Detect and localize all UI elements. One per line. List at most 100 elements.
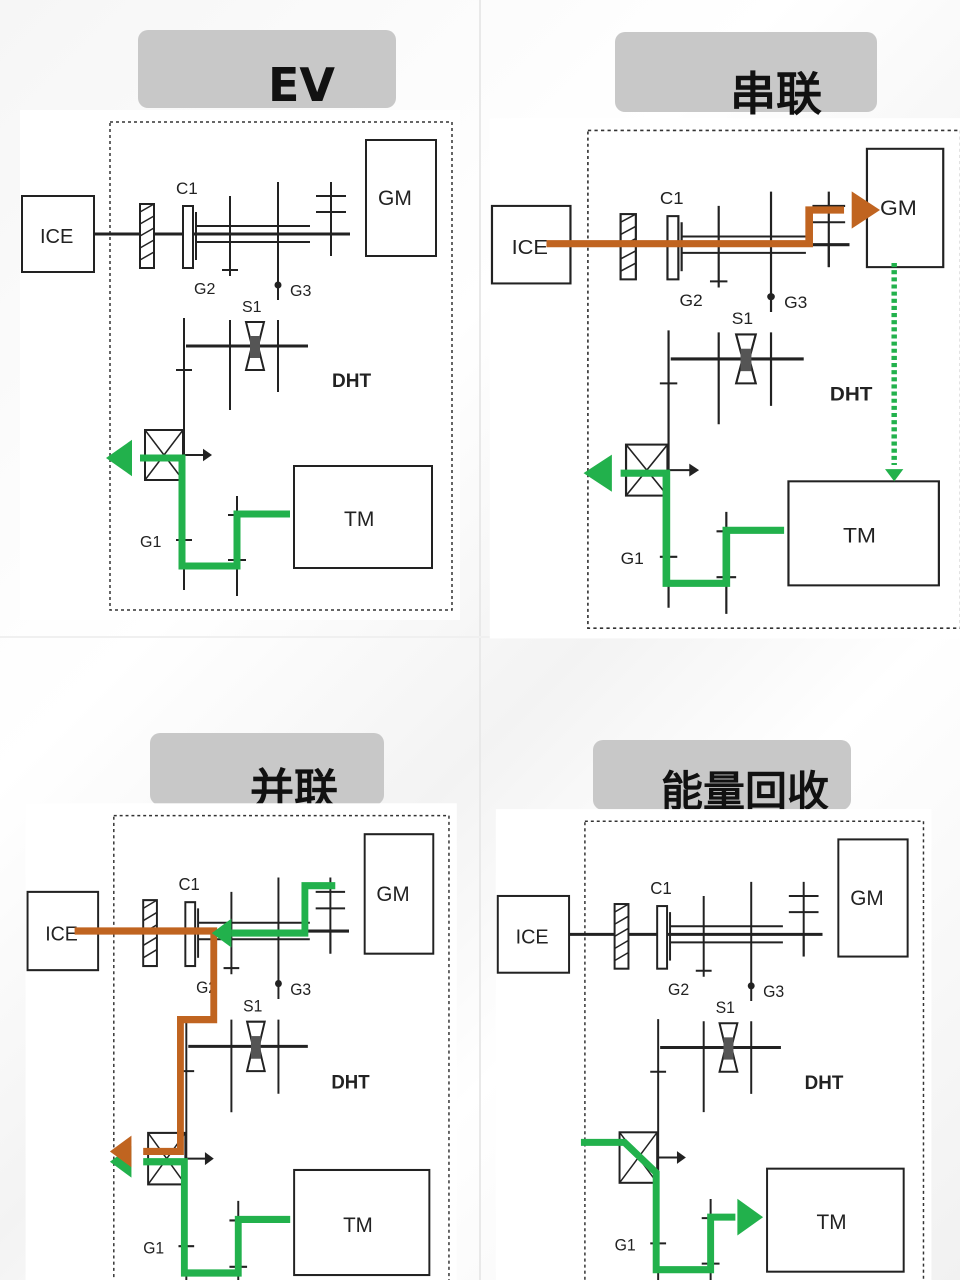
ev-s1-label: S1 bbox=[242, 299, 262, 316]
parallel-dht-boundary bbox=[113, 814, 450, 1280]
regen-ice-label: ICE bbox=[516, 926, 549, 948]
ev-g3-label: G3 bbox=[290, 283, 311, 300]
series-s1-hub bbox=[740, 348, 752, 372]
series-power-flow-0 bbox=[620, 469, 785, 587]
regen-s1-hub bbox=[723, 1037, 734, 1060]
regen-c1-label: C1 bbox=[650, 879, 672, 898]
series-tm-box bbox=[787, 480, 940, 587]
panel-ev-title: EV bbox=[268, 58, 336, 112]
series-ice-label: ICE bbox=[512, 236, 548, 258]
series-damper-hatch bbox=[620, 213, 637, 223]
ev-g1-label: G1 bbox=[140, 534, 161, 551]
series-g3-dot bbox=[767, 293, 775, 301]
series-damper-hatch bbox=[620, 225, 637, 236]
parallel-s1-label: S1 bbox=[243, 997, 262, 1015]
ev-c1-label: C1 bbox=[176, 179, 198, 198]
parallel-s1-hub bbox=[251, 1036, 261, 1059]
regen-dht-label: DHT bbox=[805, 1073, 844, 1094]
ev-damper-hatch bbox=[139, 215, 155, 225]
regen-tm-box bbox=[766, 1167, 905, 1273]
series-damper-hatch bbox=[620, 262, 637, 272]
series-axle-arrow bbox=[689, 463, 700, 477]
regen-g1-label: G1 bbox=[615, 1237, 636, 1254]
regen-tm-label: TM bbox=[817, 1211, 847, 1234]
regen-flow-arrow-1 bbox=[737, 1198, 764, 1236]
regen-axle-arrow bbox=[676, 1151, 686, 1164]
parallel-power-flow-0 bbox=[143, 1158, 291, 1277]
parallel-damper-hatch bbox=[142, 948, 158, 959]
panel-series-title: 串联 bbox=[730, 67, 822, 121]
parallel-ice-label: ICE bbox=[45, 923, 78, 946]
ev-damper-hatch bbox=[139, 239, 155, 249]
regen-clutch-plate bbox=[656, 905, 669, 970]
regen-damper-hatch bbox=[614, 951, 629, 962]
regen-g3-label: G3 bbox=[763, 984, 784, 1001]
ev-g3-dot bbox=[274, 281, 282, 289]
series-dht-label: DHT bbox=[830, 384, 873, 405]
regen-g3-dot bbox=[747, 982, 755, 990]
series-damper-hatch bbox=[620, 250, 637, 260]
parallel-g3-dot bbox=[275, 979, 282, 988]
ev-flow-arrow-1 bbox=[106, 439, 132, 477]
parallel-damper-hatch bbox=[142, 899, 158, 910]
ev-gm-box bbox=[365, 139, 437, 257]
series-c1-label: C1 bbox=[660, 188, 684, 207]
ev-dht-label: DHT bbox=[332, 371, 371, 392]
ev-power-flow-0 bbox=[140, 454, 290, 570]
ev-tm-label: TM bbox=[344, 508, 374, 531]
regen-damper-hatch bbox=[614, 939, 629, 950]
panel-regen-title: 能量回收 bbox=[661, 767, 830, 816]
parallel-gm-box bbox=[363, 833, 435, 955]
regen-damper-hatch bbox=[614, 903, 629, 913]
ev-tm-box bbox=[293, 465, 433, 569]
series-gm-box bbox=[865, 147, 945, 269]
parallel-flow-arrow-5 bbox=[211, 918, 232, 948]
series-power-flow-2 bbox=[546, 206, 845, 248]
parallel-tm-box bbox=[293, 1168, 431, 1277]
ev-damper-hatch bbox=[139, 227, 155, 237]
ev-g2-label: G2 bbox=[194, 281, 215, 298]
regen-ice-box bbox=[496, 894, 571, 974]
panel-regen-title-box bbox=[593, 740, 851, 810]
parallel-power-flow-2 bbox=[74, 927, 218, 1156]
parallel-dht-label: DHT bbox=[331, 1072, 370, 1094]
series-s1-label: S1 bbox=[732, 310, 753, 328]
series-flow-arrow-1 bbox=[583, 454, 612, 492]
series-clutch-plate bbox=[666, 215, 680, 281]
horizontal-divider bbox=[0, 636, 960, 638]
parallel-g1-label: G1 bbox=[143, 1239, 164, 1257]
ev-gm-label: GM bbox=[378, 187, 412, 210]
series-g3-label: G3 bbox=[784, 293, 807, 311]
regen-g2-label: G2 bbox=[668, 982, 689, 999]
regen-gm-label: GM bbox=[850, 887, 883, 910]
parallel-power-flow-4 bbox=[231, 882, 336, 937]
ev-clutch-plate bbox=[182, 205, 194, 269]
vertical-divider bbox=[479, 0, 481, 1280]
parallel-flow-arrow-3 bbox=[109, 1135, 132, 1168]
parallel-axle-arrow bbox=[204, 1152, 214, 1166]
regen-s1-label: S1 bbox=[716, 1000, 735, 1017]
series-tm-label: TM bbox=[843, 523, 876, 547]
parallel-c1-label: C1 bbox=[178, 874, 199, 893]
panel-ev-title-box bbox=[138, 30, 396, 108]
regen-damper-hatch bbox=[614, 927, 629, 938]
series-flow-arrow-3 bbox=[851, 191, 881, 229]
regen-gm-box bbox=[837, 838, 909, 958]
panel-series-title-box bbox=[615, 32, 877, 112]
parallel-gm-label: GM bbox=[376, 883, 409, 907]
ev-ice-label: ICE bbox=[40, 226, 73, 248]
parallel-tm-label: TM bbox=[343, 1213, 373, 1237]
regen-power-flow-0 bbox=[580, 1138, 736, 1274]
ev-dht-boundary bbox=[109, 121, 453, 611]
regen-damper bbox=[613, 903, 630, 970]
regen-damper-hatch bbox=[614, 915, 629, 925]
ev-s1-hub bbox=[250, 336, 260, 358]
ev-damper-hatch bbox=[139, 251, 155, 261]
parallel-damper-hatch bbox=[142, 936, 158, 947]
series-g1-label: G1 bbox=[621, 549, 644, 567]
series-g2-label: G2 bbox=[679, 291, 702, 309]
